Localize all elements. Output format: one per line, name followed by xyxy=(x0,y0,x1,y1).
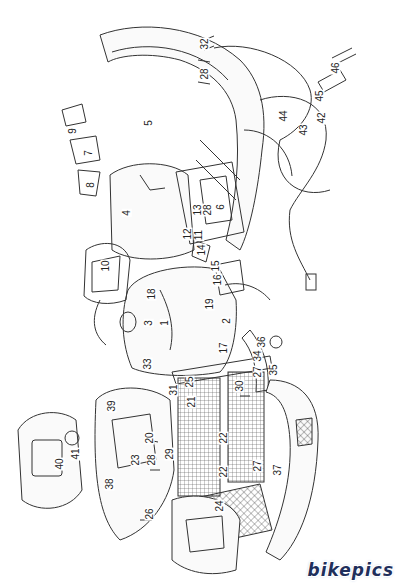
callout-number: 2 xyxy=(222,317,232,325)
callout-number: 8 xyxy=(86,181,96,189)
callout-number: 28 xyxy=(203,204,213,217)
callout-number: 19 xyxy=(205,298,215,311)
callout-number: 9 xyxy=(68,127,78,135)
callout-number: 31 xyxy=(169,384,179,397)
callout-number: 3 xyxy=(144,319,154,327)
callout-number: 22 xyxy=(219,466,229,479)
callout-number: 42 xyxy=(317,112,327,125)
callout-number: 38 xyxy=(105,478,115,491)
callout-number: 10 xyxy=(101,260,111,273)
callout-number: 27 xyxy=(253,366,263,379)
callout-number: 43 xyxy=(299,124,309,137)
callout-number: 16 xyxy=(213,274,223,287)
callout-number: 28 xyxy=(200,68,210,81)
callout-number: 7 xyxy=(84,149,94,157)
callout-number: 35 xyxy=(269,364,279,377)
callout-number: 6 xyxy=(216,203,226,211)
callout-number: 11 xyxy=(194,229,204,241)
callout-number: 4 xyxy=(122,209,132,217)
callout-number: 23 xyxy=(131,454,141,467)
callout-number: 1 xyxy=(160,319,170,327)
callout-number: 44 xyxy=(279,110,289,123)
callout-number: 13 xyxy=(193,204,203,217)
callout-number: 40 xyxy=(55,458,65,471)
callout-number: 30 xyxy=(235,380,245,393)
callout-number: 17 xyxy=(219,342,229,355)
callout-number: 46 xyxy=(331,62,341,75)
callout-number: 22 xyxy=(219,432,229,445)
callout-number: 39 xyxy=(107,400,117,413)
callout-number: 24 xyxy=(215,500,225,513)
callout-number: 32 xyxy=(200,38,210,51)
callout-number: 25 xyxy=(185,376,195,389)
callout-number: 29 xyxy=(165,448,175,461)
callout-number: 33 xyxy=(143,358,153,371)
callout-number: 21 xyxy=(187,396,197,409)
callout-number: 36 xyxy=(257,336,267,349)
callout-number: 34 xyxy=(253,350,263,363)
callout-number: 28 xyxy=(147,454,157,467)
callout-number: 12 xyxy=(183,228,193,241)
callout-number: 15 xyxy=(211,260,221,273)
callout-number: 20 xyxy=(145,432,155,445)
callout-number: 5 xyxy=(144,119,154,127)
callout-number: 41 xyxy=(71,448,81,461)
watermark: bikepics xyxy=(308,560,394,580)
callout-number: 27 xyxy=(253,460,263,473)
callout-number: 14 xyxy=(197,244,207,257)
callout-number: 45 xyxy=(315,90,325,103)
callout-number: 37 xyxy=(273,464,283,477)
callout-number: 18 xyxy=(147,288,157,301)
callout-number: 26 xyxy=(145,508,155,521)
